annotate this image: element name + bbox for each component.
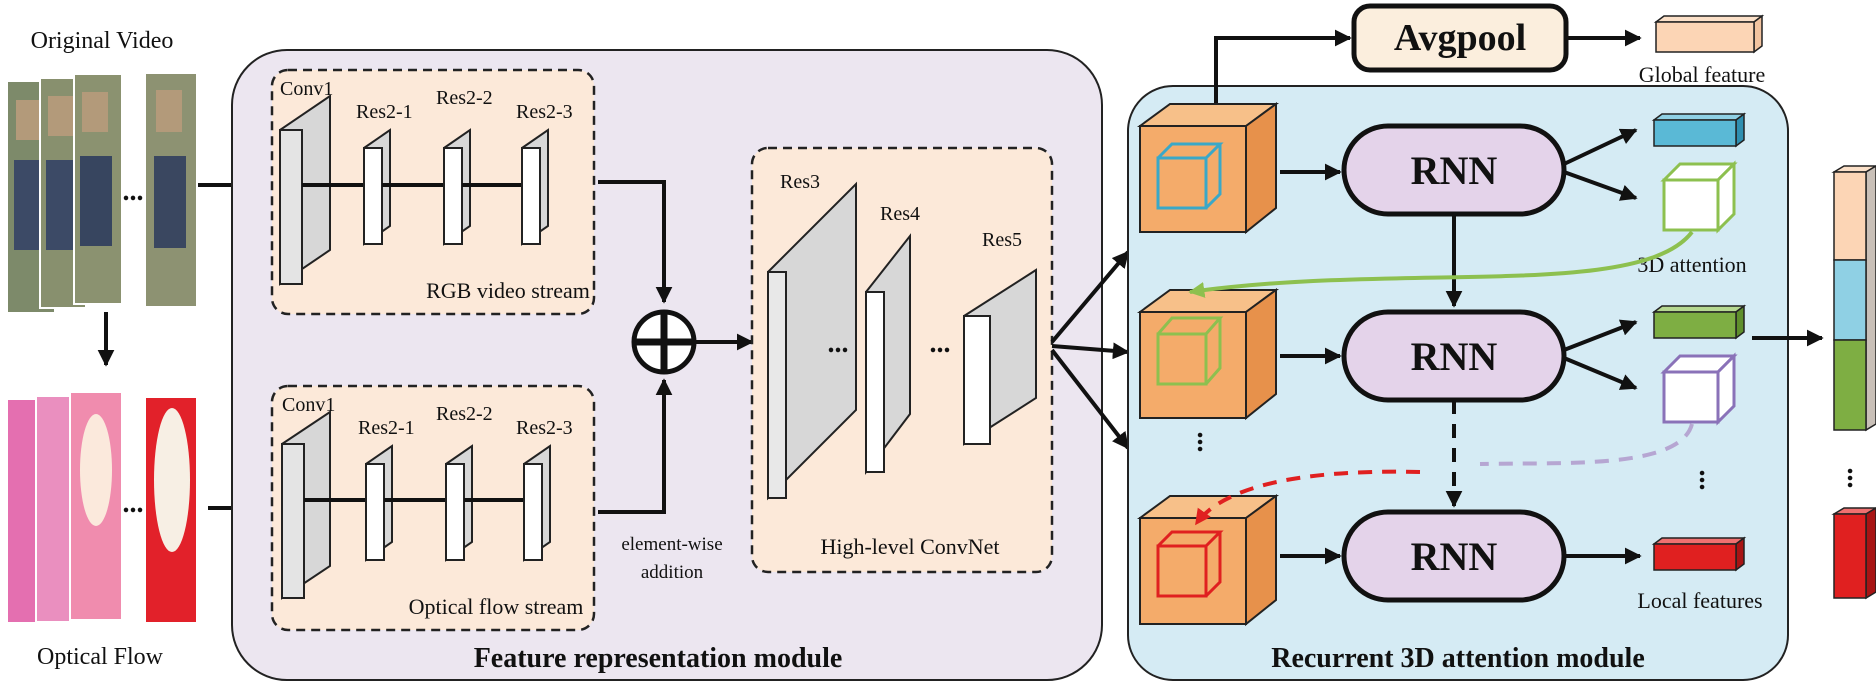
flow-blob <box>154 408 190 552</box>
flow-res2-1-layer <box>365 463 385 561</box>
avgpool-label: Avgpool <box>1394 17 1526 59</box>
attention-cube-green <box>1156 316 1224 386</box>
res4-label: Res4 <box>880 203 920 225</box>
arrow-highlevel-to-feature-1 <box>1050 250 1130 344</box>
flow-res2-1-label: Res2-1 <box>358 417 415 439</box>
flow-stream-caption: Optical flow stream <box>409 594 584 619</box>
attention-ellipsis: ... <box>1693 470 1724 491</box>
frames-ellipsis: ... <box>123 176 144 207</box>
arrow-highlevel-to-feature-2 <box>1051 342 1130 360</box>
flow-res2-2-layer <box>445 463 465 561</box>
res5-label: Res5 <box>982 229 1022 251</box>
feature-cube-2 <box>1136 288 1280 421</box>
arrow-to-avgpool <box>1214 29 1352 104</box>
red-attention-feedback <box>1194 469 1421 526</box>
attention-map-green <box>1660 160 1738 234</box>
feature-cube-1 <box>1136 102 1280 235</box>
rgb-res2-2-label: Res2-2 <box>436 87 493 109</box>
purple-attention-feedback <box>1479 423 1694 466</box>
arrow-rgb-to-addition <box>598 180 673 304</box>
highlevel-ellipsis-2: ... <box>930 328 951 359</box>
attention-cube-red <box>1156 530 1224 598</box>
optical-flow-label: Optical Flow <box>37 644 164 670</box>
global-feature-vector <box>1653 14 1765 54</box>
local-feature-vector-red <box>1651 536 1747 572</box>
feature-module-title: Feature representation module <box>474 643 843 674</box>
attention-cube-blue <box>1156 142 1224 210</box>
rgb-res2-2-layer <box>443 147 463 245</box>
rgb-stream-caption: RGB video stream <box>426 278 590 303</box>
flow-res2-3-layer <box>523 463 543 561</box>
arrow-rnn1-to-blue-vector <box>1563 128 1638 166</box>
rgb-res2-1-layer <box>363 147 383 245</box>
high-level-caption: High-level ConvNet <box>820 534 999 559</box>
rgb-res2-1-label: Res2-1 <box>356 101 413 123</box>
video-frame <box>73 73 123 305</box>
rgb-conv1-layer <box>279 129 303 285</box>
final-segment-green <box>1833 339 1867 431</box>
optical-flow-frames <box>8 391 196 623</box>
res3-layer <box>767 271 787 499</box>
flow-conv1-layer <box>281 443 305 599</box>
original-video-frames <box>8 73 196 312</box>
feature-cube-3 <box>1136 494 1280 627</box>
final-representation-vector <box>1831 165 1876 432</box>
avgpool-box <box>1351 3 1569 73</box>
arrow-flow-to-addition <box>598 378 673 514</box>
flow-frames-ellipsis: ... <box>123 488 144 519</box>
arrow-rnn1-to-green-attention <box>1563 170 1638 201</box>
original-video-label: Original Video <box>31 28 174 54</box>
video-frame <box>146 74 196 306</box>
addition-label-line1: element-wise <box>621 534 722 555</box>
attention-map-purple <box>1660 352 1738 426</box>
rnn-label-1: RNN <box>1411 148 1498 193</box>
attention-module-title: Recurrent 3D attention module <box>1271 643 1645 674</box>
res5-layer <box>963 315 991 445</box>
res3-label: Res3 <box>780 171 820 193</box>
flow-stream-box <box>270 384 596 632</box>
high-level-layers <box>767 181 1037 501</box>
arrow-rnn2-to-purple-attention <box>1563 356 1638 390</box>
final-ellipsis: ... <box>1841 468 1872 489</box>
rgb-stream-box <box>270 68 596 316</box>
rnn-label-3: RNN <box>1411 534 1498 579</box>
arrow-highlevel-to-feature-3 <box>1050 348 1130 450</box>
final-segment-global <box>1833 171 1867 261</box>
flow-res2-2-label: Res2-2 <box>436 403 493 425</box>
highlevel-ellipsis-1: ... <box>828 328 849 359</box>
final-segment-red <box>1831 507 1876 600</box>
res4-layer <box>865 291 885 473</box>
global-feature-label: Global feature <box>1639 62 1765 87</box>
rgb-conv1-label: Conv1 <box>280 78 333 100</box>
local-features-label: Local features <box>1637 588 1762 613</box>
local-feature-vector-blue <box>1651 112 1747 148</box>
rgb-res2-3-layer <box>521 147 541 245</box>
final-segment-blue <box>1833 259 1867 341</box>
flow-blob <box>80 414 112 526</box>
flow-res2-3-label: Res2-3 <box>516 417 573 439</box>
rgb-res2-3-label: Res2-3 <box>516 101 573 123</box>
cubes-ellipsis: ... <box>1191 432 1222 453</box>
rnn-label-2: RNN <box>1411 334 1498 379</box>
green-attention-feedback <box>1188 230 1694 298</box>
rgb-stream-layers <box>279 94 549 286</box>
flow-stream-layers <box>281 410 551 600</box>
addition-label-line2: addition <box>641 562 704 583</box>
arrow-rnn2-to-green-vector <box>1563 319 1638 352</box>
element-wise-addition-symbol <box>631 309 697 375</box>
local-feature-vector-green <box>1651 304 1747 340</box>
flow-conv1-label: Conv1 <box>282 394 335 416</box>
